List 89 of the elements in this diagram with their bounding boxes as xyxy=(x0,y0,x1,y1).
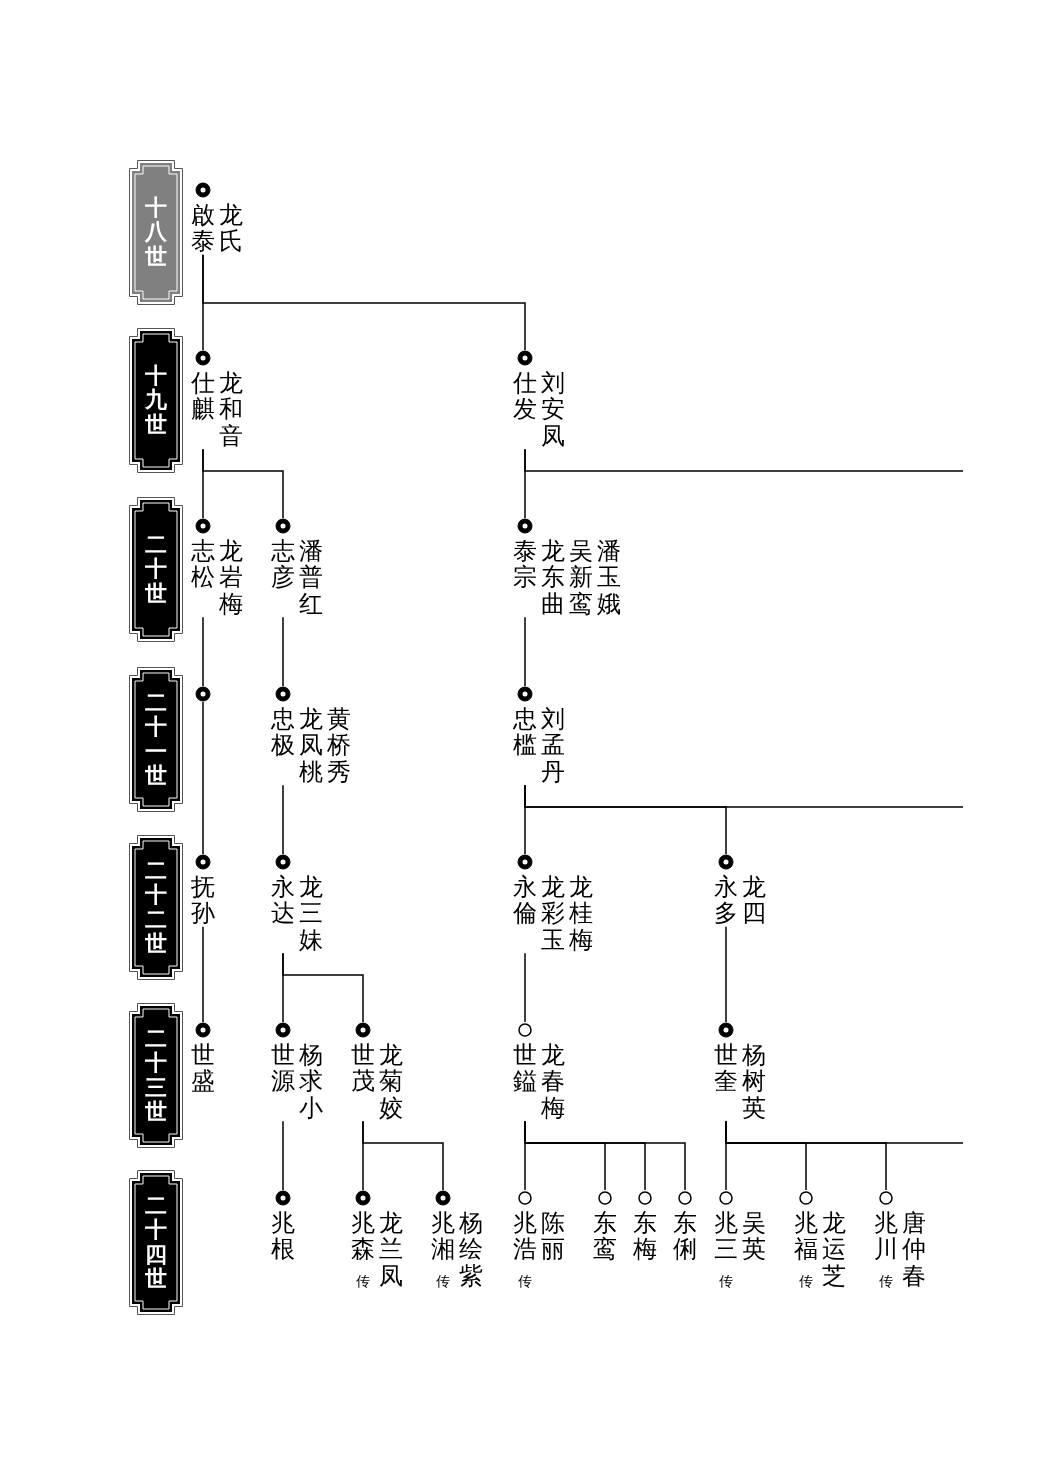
generation-text: 二十三世 xyxy=(145,1027,167,1124)
person-name: 世盛 xyxy=(191,1042,215,1095)
generation-tab xyxy=(129,835,183,980)
spouse-name: 龙四 xyxy=(742,874,766,927)
spouse-name: 龙兰凤 xyxy=(379,1210,403,1290)
person-name: 世鎰 xyxy=(513,1042,537,1095)
person-name: 兆川 xyxy=(874,1210,898,1263)
generation-tab xyxy=(129,160,183,305)
spouse-name: 潘普红 xyxy=(299,538,323,618)
spouse-name: 刘孟丹 xyxy=(541,706,565,786)
lineage-line xyxy=(202,926,204,1023)
spouse-name: 龙岩梅 xyxy=(219,538,243,618)
spouse-name: 潘玉娥 xyxy=(597,538,621,618)
spouse-name: 龙三妹 xyxy=(299,874,323,954)
spouse-name: 龙和音 xyxy=(219,370,243,450)
generation-text: 二十二世 xyxy=(145,859,167,956)
lineage-line xyxy=(524,784,964,808)
generation-text: 十八世 xyxy=(145,196,167,269)
lineage-line xyxy=(362,1120,444,1191)
lineage-line xyxy=(524,616,526,687)
spouse-name: 龙运芝 xyxy=(822,1210,846,1290)
lineage-note: 传 xyxy=(879,1274,893,1288)
spouse-name: 陈丽 xyxy=(541,1210,565,1263)
spouse-name: 唐仲春 xyxy=(902,1210,926,1290)
spouse-name: 龙凤桃 xyxy=(299,706,323,786)
spouse-name: 杨绘紫 xyxy=(459,1210,483,1290)
person-name: 兆三 xyxy=(714,1210,738,1263)
person-name: 兆森 xyxy=(351,1210,375,1263)
person-name: 志松 xyxy=(191,538,215,591)
lineage-line xyxy=(524,448,964,472)
spouse-name: 杨树英 xyxy=(742,1042,766,1122)
lineage-line xyxy=(202,701,204,855)
person-name: 东梅 xyxy=(633,1210,657,1263)
person-name: 世奎 xyxy=(714,1042,738,1095)
lineage-note: 传 xyxy=(518,1274,532,1288)
generation-tab xyxy=(129,328,183,473)
person-name: 世茂 xyxy=(351,1042,375,1095)
spouse-name: 杨求小 xyxy=(299,1042,323,1122)
lineage-note: 传 xyxy=(436,1274,450,1288)
lineage-line xyxy=(725,1120,964,1144)
spouse-name: 龙春梅 xyxy=(541,1042,565,1122)
spouse-name: 龙彩玉 xyxy=(541,874,565,954)
person-name: 东俐 xyxy=(673,1210,697,1263)
person-name: 永倫 xyxy=(513,874,537,927)
lineage-line xyxy=(202,448,284,519)
lineage-note: 传 xyxy=(799,1274,813,1288)
generation-text: 二十一世 xyxy=(145,691,167,788)
person-name: 兆浩 xyxy=(513,1210,537,1263)
person-name: 泰宗 xyxy=(513,538,537,591)
generation-tab xyxy=(129,497,183,642)
lineage-line xyxy=(524,952,526,1023)
person-name: 世源 xyxy=(271,1042,295,1095)
lineage-note: 传 xyxy=(719,1274,733,1288)
generation-tab xyxy=(129,667,183,812)
lineage-line xyxy=(282,784,284,855)
lineage-line xyxy=(202,254,526,351)
person-name: 仕麒 xyxy=(191,370,215,423)
person-name: 啟泰 xyxy=(191,202,215,255)
spouse-name: 刘安凤 xyxy=(541,370,565,450)
spouse-name: 龙东曲 xyxy=(541,538,565,618)
person-name: 永多 xyxy=(714,874,738,927)
lineage-note: 传 xyxy=(356,1274,370,1288)
person-name: 永达 xyxy=(271,874,295,927)
person-name: 抚孙 xyxy=(191,874,215,927)
person-name: 忠极 xyxy=(271,706,295,759)
spouse-name: 吴新鸾 xyxy=(569,538,593,618)
lineage-line xyxy=(282,952,364,1023)
spouse-name: 黄桥秀 xyxy=(327,706,351,786)
person-name: 东鸾 xyxy=(593,1210,617,1263)
generation-tab xyxy=(129,1003,183,1148)
generation-text: 二十四世 xyxy=(145,1194,167,1291)
spouse-name: 吴英 xyxy=(742,1210,766,1263)
person-name: 志彦 xyxy=(271,538,295,591)
lineage-line xyxy=(725,926,727,1023)
spouse-name: 龙菊姣 xyxy=(379,1042,403,1122)
person-name: 兆福 xyxy=(794,1210,818,1263)
person-name: 兆湘 xyxy=(431,1210,455,1263)
person-name: 兆根 xyxy=(271,1210,295,1263)
spouse-name: 龙桂梅 xyxy=(569,874,593,954)
lineage-line xyxy=(282,616,284,687)
generation-tab xyxy=(129,1170,183,1315)
person-name: 忠槛 xyxy=(513,706,537,759)
spouse-name: 龙氏 xyxy=(219,202,243,255)
lineage-line xyxy=(282,1120,284,1191)
generation-text: 二十世 xyxy=(145,533,167,606)
lineage-line xyxy=(202,616,204,687)
generation-text: 十九世 xyxy=(145,364,167,437)
person-name: 仕发 xyxy=(513,370,537,423)
lineage-line xyxy=(524,1120,686,1191)
